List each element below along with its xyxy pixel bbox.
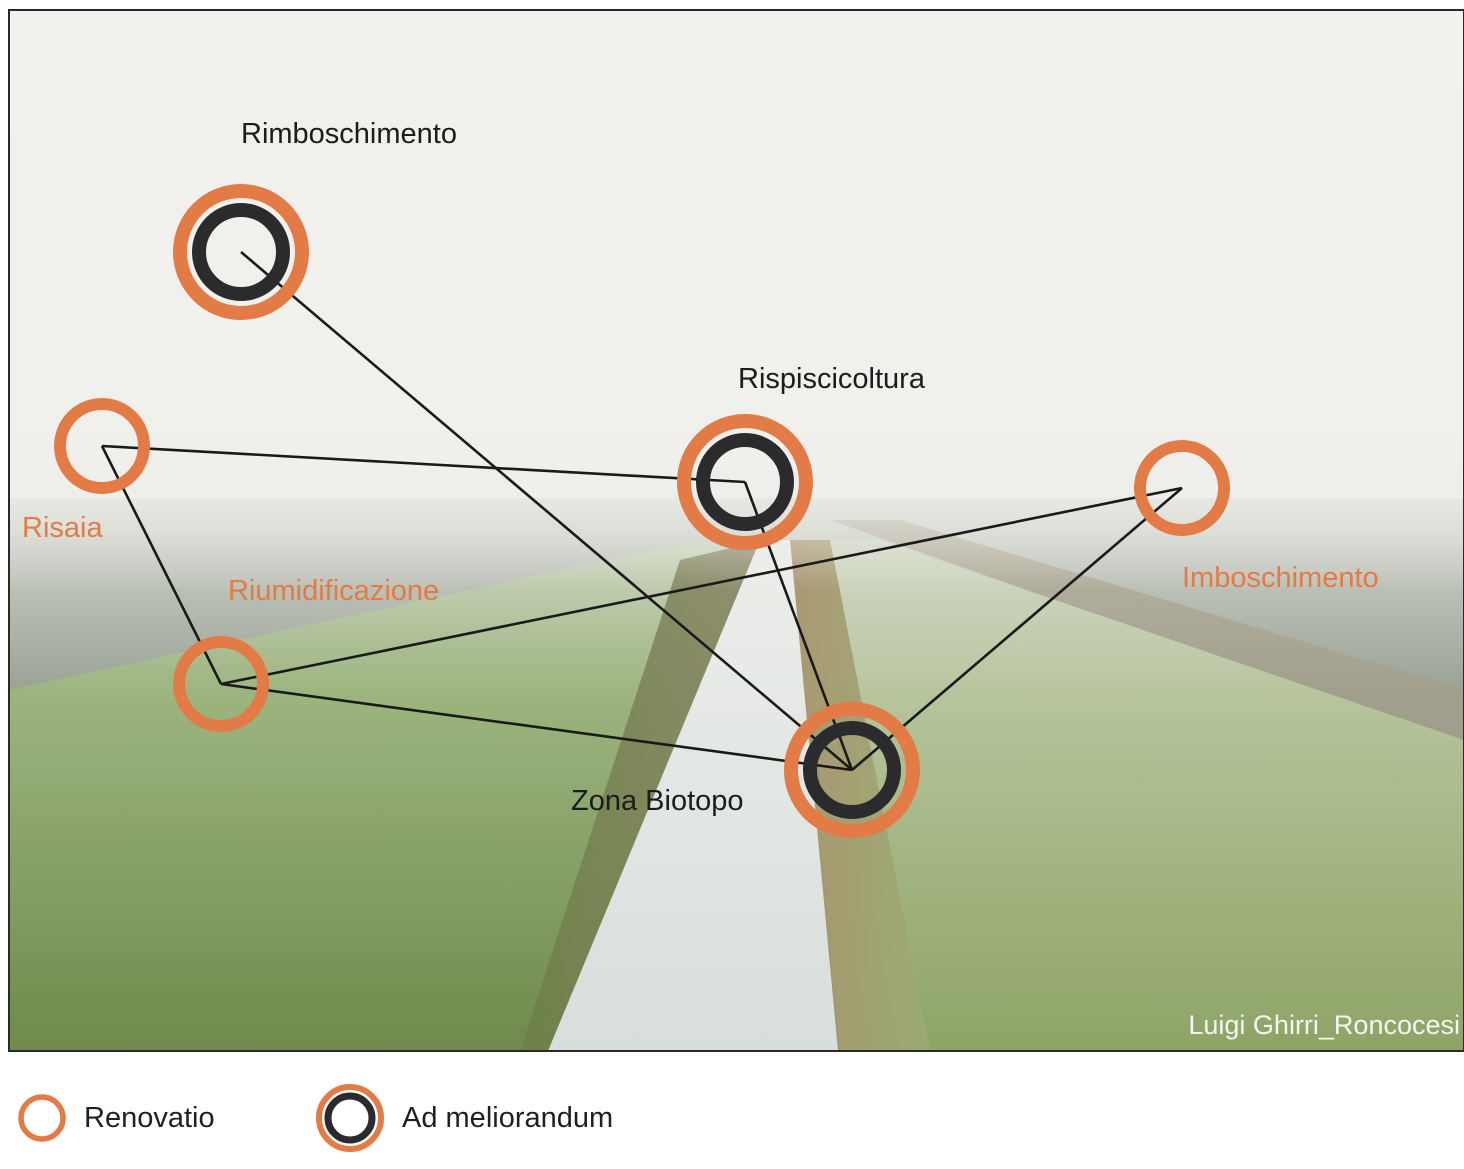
legend-renovatio-label: Renovatio <box>84 1101 215 1134</box>
node-ring <box>54 398 150 494</box>
nodes-layer: RimboschimentoRispiscicolturaRisaiaImbos… <box>22 118 1379 838</box>
node-outer-ring <box>677 414 813 550</box>
ad-meliorandum-ring-icon <box>316 1084 384 1152</box>
node-risaia: Risaia <box>22 398 150 544</box>
edge-risaia-rispiscicoltura <box>101 444 746 484</box>
node-inner-ring <box>696 433 794 531</box>
node-label-riumidificazione: Riumidificazione <box>228 575 439 607</box>
node-inner-ring <box>803 721 901 819</box>
node-zona-biotopo: Zona Biotopo <box>571 702 920 838</box>
node-ring <box>173 636 269 732</box>
edge-rispiscicoltura-zona-biotopo <box>743 481 854 771</box>
node-label-risaia: Risaia <box>22 512 103 544</box>
node-outer-ring <box>784 702 920 838</box>
connection-lines <box>100 251 1183 772</box>
node-imboschimento: Imboschimento <box>1134 440 1379 594</box>
landscape-photo <box>8 9 1464 1052</box>
legend-renovatio: Renovatio <box>16 1092 215 1144</box>
node-label-imboschimento: Imboschimento <box>1182 562 1379 594</box>
node-label-zona-biotopo: Zona Biotopo <box>571 785 744 817</box>
node-rimboschimento: Rimboschimento <box>173 118 457 320</box>
node-ring <box>1134 440 1230 536</box>
node-label-rispiscicoltura: Rispiscicoltura <box>738 363 926 395</box>
node-riumidificazione: Riumidificazione <box>173 575 439 732</box>
legend-ad-meliorandum-label: Ad meliorandum <box>402 1101 614 1134</box>
renovatio-ring-icon <box>18 1094 66 1142</box>
node-inner-ring <box>192 203 290 301</box>
edge-riumidificazione-zona-biotopo <box>220 682 853 772</box>
edge-riumidificazione-imboschimento <box>220 486 1183 686</box>
edge-imboschimento-zona-biotopo <box>851 487 1183 771</box>
node-outer-ring <box>173 184 309 320</box>
node-label-rimboschimento: Rimboschimento <box>241 118 457 150</box>
photo-credit: Luigi Ghirri_Roncocesi <box>1188 1010 1460 1040</box>
legend-ad-meliorandum: Ad meliorandum <box>314 1082 613 1154</box>
node-rispiscicoltura: Rispiscicoltura <box>677 363 926 550</box>
edge-rimboschimento-zona-biotopo <box>240 251 853 771</box>
